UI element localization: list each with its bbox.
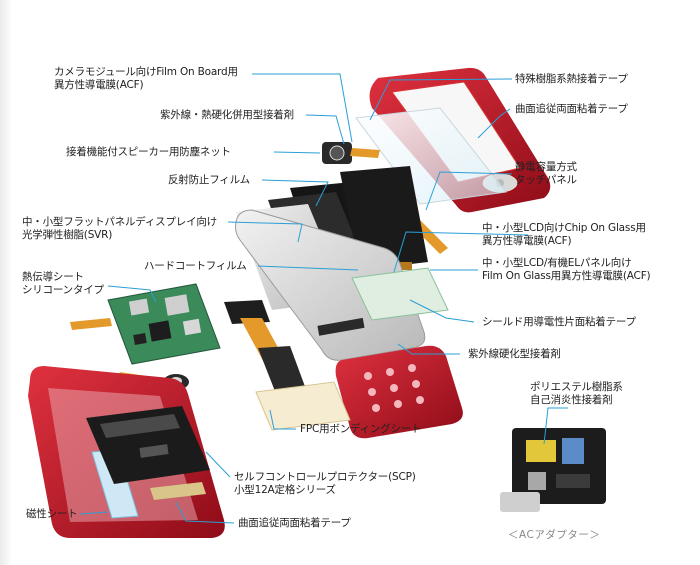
label-antireflect: 反射防止フィルム: [168, 174, 250, 186]
label-polyester-line1: ポリエステル樹脂系: [530, 381, 623, 393]
label-fpc-sheet: FPC用ボンディングシート: [300, 423, 422, 435]
label-thermal-line1: 熱伝導シート: [22, 271, 84, 283]
label-scp-line1: セルフコントロールプロテクター(SCP): [234, 471, 416, 483]
label-fog: 中・小型LCD/有機ELパネル向け Film On Glass用異方性導電膜(A…: [482, 257, 651, 283]
board-flex: [70, 318, 112, 330]
battery: [86, 406, 210, 484]
label-thermal-line2: シリコーンタイプ: [22, 284, 104, 296]
bottom-tape: [150, 482, 206, 500]
label-fog-line1: 中・小型LCD/有機ELパネル向け: [482, 257, 632, 269]
ac-adapter: [500, 428, 606, 512]
label-hardcoat: ハードコートフィルム: [144, 260, 247, 272]
circuit-board: [107, 283, 221, 365]
label-magnetic: 磁性シート: [26, 508, 78, 520]
fpc-bonding-sheet: [255, 381, 351, 431]
label-curve-tape-bottom: 曲面追従両面粘着テープ: [238, 517, 351, 529]
label-scp-line2: 小型12A定格シリーズ: [234, 484, 336, 496]
label-fog-line2: Film On Glass用異方性導電膜(ACF): [482, 270, 651, 282]
keypad: [335, 345, 463, 439]
label-svr-line2: 光学弾性樹脂(SVR): [22, 229, 113, 241]
label-curve-tape-top: 曲面追従両面粘着テープ: [515, 103, 628, 115]
label-thermal: 熱伝導シート シリコーンタイプ: [22, 271, 104, 297]
label-scp: セルフコントロールプロテクター(SCP) 小型12A定格シリーズ: [234, 471, 416, 497]
middle-frame: [235, 209, 426, 361]
label-camera-acf-line1: カメラモジュール向けFilm On Board用: [54, 66, 238, 78]
label-camera-acf: カメラモジュール向けFilm On Board用 異方性導電膜(ACF): [54, 66, 238, 92]
label-touch-line2: タッチパネル: [515, 174, 577, 186]
label-touch-line1: 静電容量方式: [515, 161, 577, 173]
label-polyester: ポリエステル樹脂系 自己消炎性接着剤: [530, 381, 623, 407]
frame-slot: [317, 317, 365, 336]
label-camera-acf-line2: 異方性導電膜(ACF): [54, 79, 144, 91]
label-uv-cure: 紫外線硬化型接着剤: [468, 348, 561, 360]
camera-module: [322, 142, 380, 164]
label-touch-panel: 静電容量方式 タッチパネル: [515, 161, 577, 187]
label-svr: 中・小型フラットパネルディスプレイ向け 光学弾性樹脂(SVR): [22, 216, 217, 242]
label-uv-adhesive: 紫外線・熱硬化併用型接着剤: [160, 109, 294, 121]
label-svr-line1: 中・小型フラットパネルディスプレイ向け: [22, 216, 217, 228]
left-edge-shade: [0, 0, 12, 565]
label-special-tape: 特殊樹脂系熱接着テープ: [515, 73, 628, 85]
label-shield-tape: シールド用導電性片面粘着テープ: [482, 316, 636, 328]
ac-adapter-caption: ＜ACアダプター＞: [508, 529, 601, 541]
label-polyester-line2: 自己消炎性接着剤: [530, 394, 613, 406]
label-cog-line1: 中・小型LCD向けChip On Glass用: [482, 222, 646, 234]
label-cog: 中・小型LCD向けChip On Glass用 異方性導電膜(ACF): [482, 222, 646, 248]
leader-lines: [79, 73, 568, 524]
label-speaker-net: 接着機能付スピーカー用防塵ネット: [66, 146, 231, 158]
label-cog-line2: 異方性導電膜(ACF): [482, 235, 572, 247]
